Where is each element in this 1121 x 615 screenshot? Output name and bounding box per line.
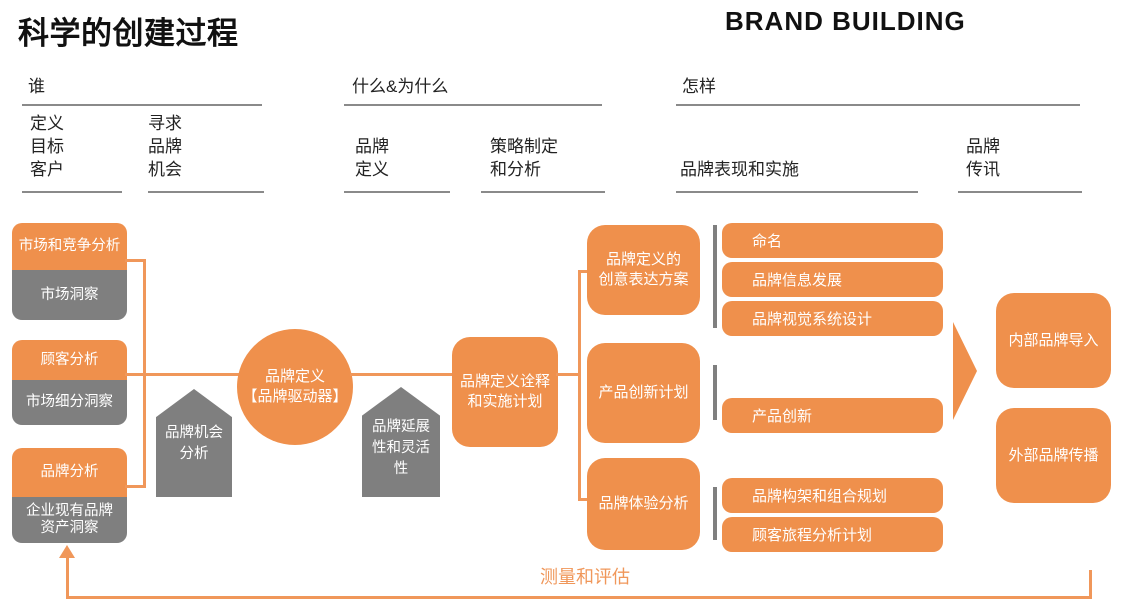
card-insight-market-insight: 市场洞察: [12, 270, 127, 320]
phase-underline: [344, 191, 450, 193]
workstream-creative-expression: 品牌定义的 创意表达方案: [587, 225, 700, 315]
flow-chevron-icon: [953, 322, 977, 420]
connector-line: [578, 498, 589, 501]
group-divider: [713, 365, 717, 420]
card-title-customer-analysis: 顾客分析: [12, 340, 127, 380]
outcome-internal-brand-launch: 内部品牌导入: [996, 293, 1111, 388]
page-title: 科学的创建过程: [18, 16, 239, 51]
card-title-market-competition-analysis: 市场和竞争分析: [12, 223, 127, 270]
task-bar-naming: 命名: [722, 223, 943, 258]
card-title-brand-analysis: 品牌分析: [12, 448, 127, 497]
gate-brand-extensibility: 品牌延展 性和灵活 性: [362, 387, 440, 497]
phase-underline: [676, 191, 918, 193]
task-bar-brand-architecture-portfolio: 品牌构架和组合规划: [722, 478, 943, 513]
phase-underline: [958, 191, 1082, 193]
stage-underline: [344, 104, 602, 106]
phase-header-brand-expression: 品牌表现和实施: [680, 160, 799, 179]
connector-line: [125, 259, 146, 262]
plan-box-definition-interpretation: 品牌定义诠释 和实施计划: [452, 337, 558, 447]
task-bar-brand-message-development: 品牌信息发展: [722, 262, 943, 297]
task-bar-customer-journey-analysis: 顾客旅程分析计划: [722, 517, 943, 552]
connector-line: [125, 485, 146, 488]
phase-underline: [481, 191, 605, 193]
workstream-brand-experience-analysis: 品牌体验分析: [587, 458, 700, 550]
phase-header-seek-brand-opportunity: 寻求 品牌 机会: [148, 114, 182, 179]
task-bar-product-innovation: 产品创新: [722, 398, 943, 433]
phase-underline: [148, 191, 264, 193]
connector-line: [578, 270, 589, 273]
phase-header-brand-definition: 品牌 定义: [355, 137, 389, 179]
phase-underline: [22, 191, 122, 193]
connector-line: [578, 270, 581, 501]
stage-underline: [676, 104, 1080, 106]
stage-header-how: 怎样: [682, 77, 716, 96]
task-bar-visual-identity-design: 品牌视觉系统设计: [722, 301, 943, 336]
feedback-line: [66, 596, 1092, 599]
phase-header-define-target-customer: 定义 目标 客户: [30, 114, 64, 179]
connector-line: [350, 373, 455, 376]
feedback-line: [1089, 570, 1092, 598]
brand-definition-hub: 品牌定义 【品牌驱动器】: [237, 329, 353, 445]
group-divider: [713, 487, 717, 540]
brand-title: BRAND BUILDING: [725, 6, 966, 36]
connector-line: [556, 373, 580, 376]
workstream-product-innovation-plan: 产品创新计划: [587, 343, 700, 443]
stage-header-who: 谁: [28, 77, 45, 96]
phase-header-brand-communication: 品牌 传讯: [966, 137, 1000, 179]
card-insight-existing-brand-assets: 企业现有品牌 资产洞察: [12, 497, 127, 543]
connector-line: [125, 373, 240, 376]
feedback-line: [66, 556, 69, 598]
gate-brand-opportunity-analysis: 品牌机会 分析: [156, 389, 232, 497]
phase-header-strategy-analysis: 策略制定 和分析: [490, 137, 558, 179]
stage-header-what-why: 什么&为什么: [352, 77, 449, 96]
card-insight-market-segmentation: 市场细分洞察: [12, 380, 127, 425]
group-divider: [713, 225, 717, 328]
feedback-label: 测量和评估: [540, 567, 630, 587]
outcome-external-brand-communication: 外部品牌传播: [996, 408, 1111, 503]
stage-underline: [22, 104, 262, 106]
